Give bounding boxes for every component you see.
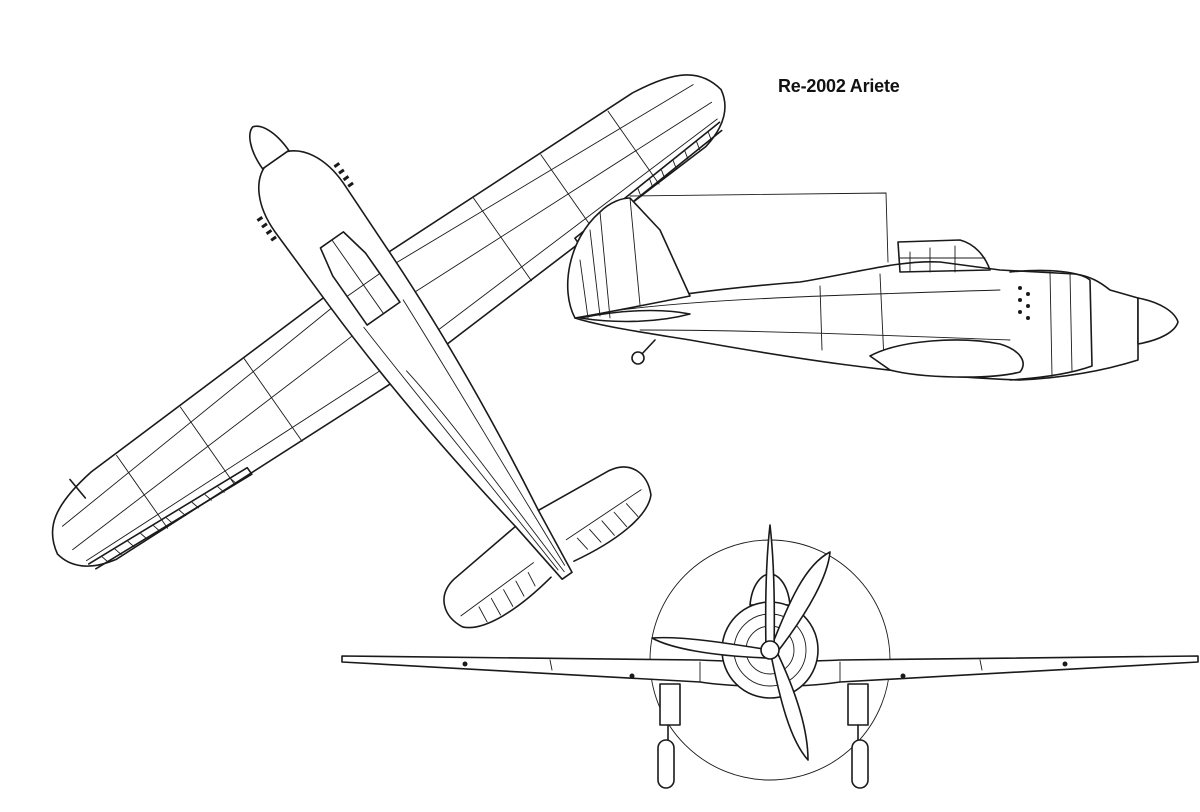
side-antenna (629, 192, 889, 263)
front-wing-details (462, 661, 1068, 679)
drawing-title: Re-2002 Ariete (778, 76, 900, 96)
side-panel-lines (619, 273, 1011, 361)
plan-wing-panel-lines (61, 84, 718, 562)
front-propeller (651, 524, 831, 761)
side-tail-wheel (631, 339, 656, 365)
side-fin (566, 197, 691, 319)
plan-exhausts (256, 162, 354, 242)
front-view (341, 524, 1199, 789)
side-tailplane (579, 309, 691, 323)
side-cowling (1009, 269, 1093, 381)
plan-pitot (69, 478, 87, 499)
front-landing-gear (657, 683, 869, 789)
front-spinner (760, 640, 780, 660)
plan-wing (51, 74, 726, 567)
plan-view (51, 74, 726, 629)
side-spinner (1137, 297, 1179, 345)
plan-spinner (249, 125, 290, 170)
side-view (566, 192, 1179, 381)
plan-fuselage-stringers (363, 299, 566, 573)
side-canopy (897, 239, 991, 273)
side-wing-root (869, 339, 1024, 378)
plan-cockpit (319, 231, 401, 326)
plan-fuselage (258, 150, 573, 580)
plan-tailplane (443, 466, 652, 629)
side-exhausts (1018, 286, 1030, 320)
